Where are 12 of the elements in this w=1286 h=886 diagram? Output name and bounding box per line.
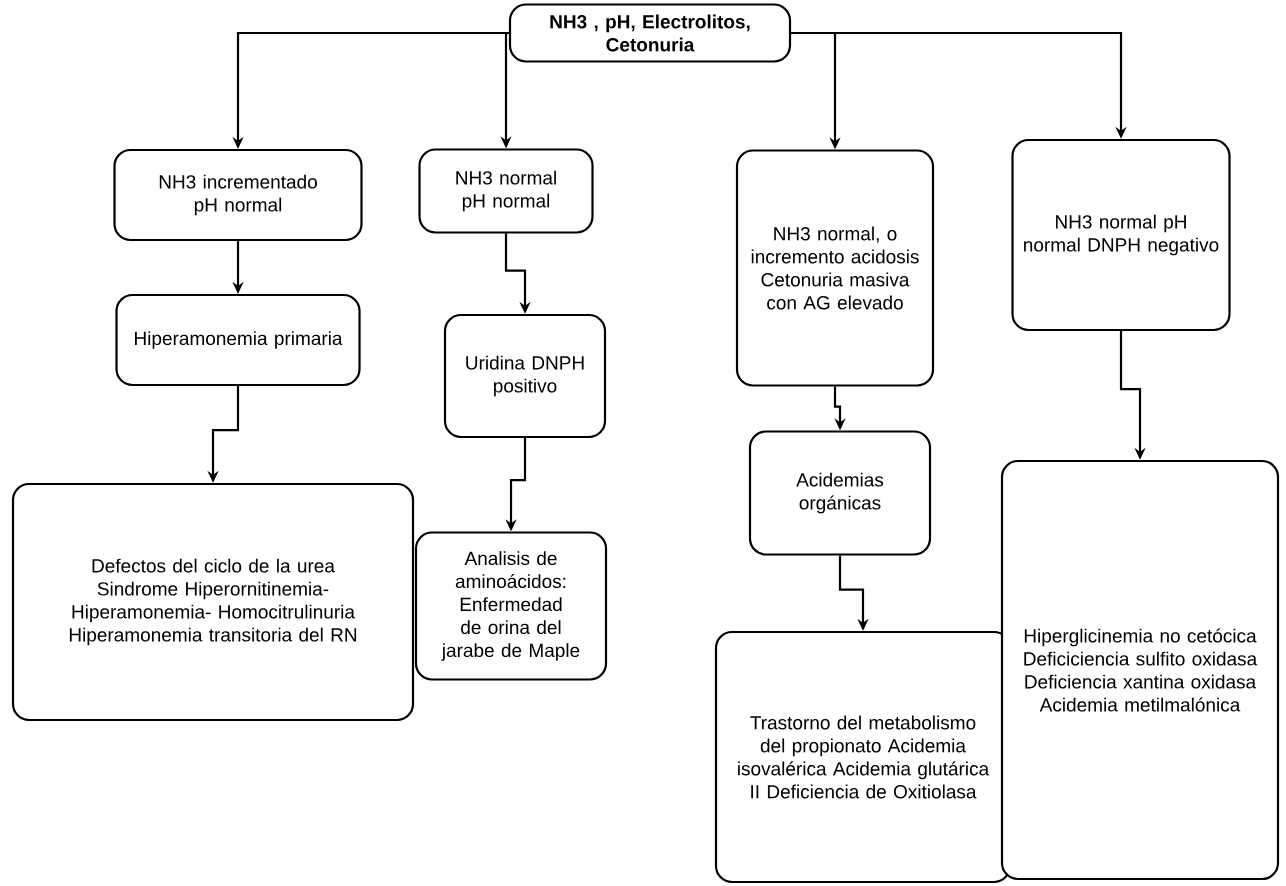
process-box: NH3 normal, o incremento acidosis Cetonuria masiva con AG elevado	[735, 149, 935, 387]
process-box: Defectos del ciclo de la urea Sindrome Hiperornitinemia- Hiperamonemia- Homocitrulinuria Hiperamonemia transitoria del RN	[11, 482, 415, 722]
process-box: Hiperamonemia primaria	[115, 293, 361, 387]
process-box: NH3 incrementado pH normal	[113, 148, 363, 242]
title-box: NH3 , pH, Electrolitos, Cetonuria	[508, 3, 792, 63]
process-box: Analisis de aminoácidos: Enfermedad de orina del jarabe de Maple	[414, 531, 608, 681]
process-box: Uridina DNPH positivo	[443, 313, 607, 439]
process-box: Hiperglicinemia no cetócica Deficiciencia sulfito oxidasa Deficiencia xantina oxidasa Acidemia metilmalónica	[1000, 459, 1280, 881]
process-box: Trastorno del metabolismo del propionato Acidemia isovalérica Acidemia glutárica II Deficiencia de Oxitiolasa	[714, 630, 1012, 884]
process-box: NH3 normal pH normal	[418, 148, 594, 234]
process-box: NH3 normal pH normal DNPH negativo	[1011, 138, 1231, 332]
process-box: Acidemias orgánicas	[748, 430, 932, 556]
